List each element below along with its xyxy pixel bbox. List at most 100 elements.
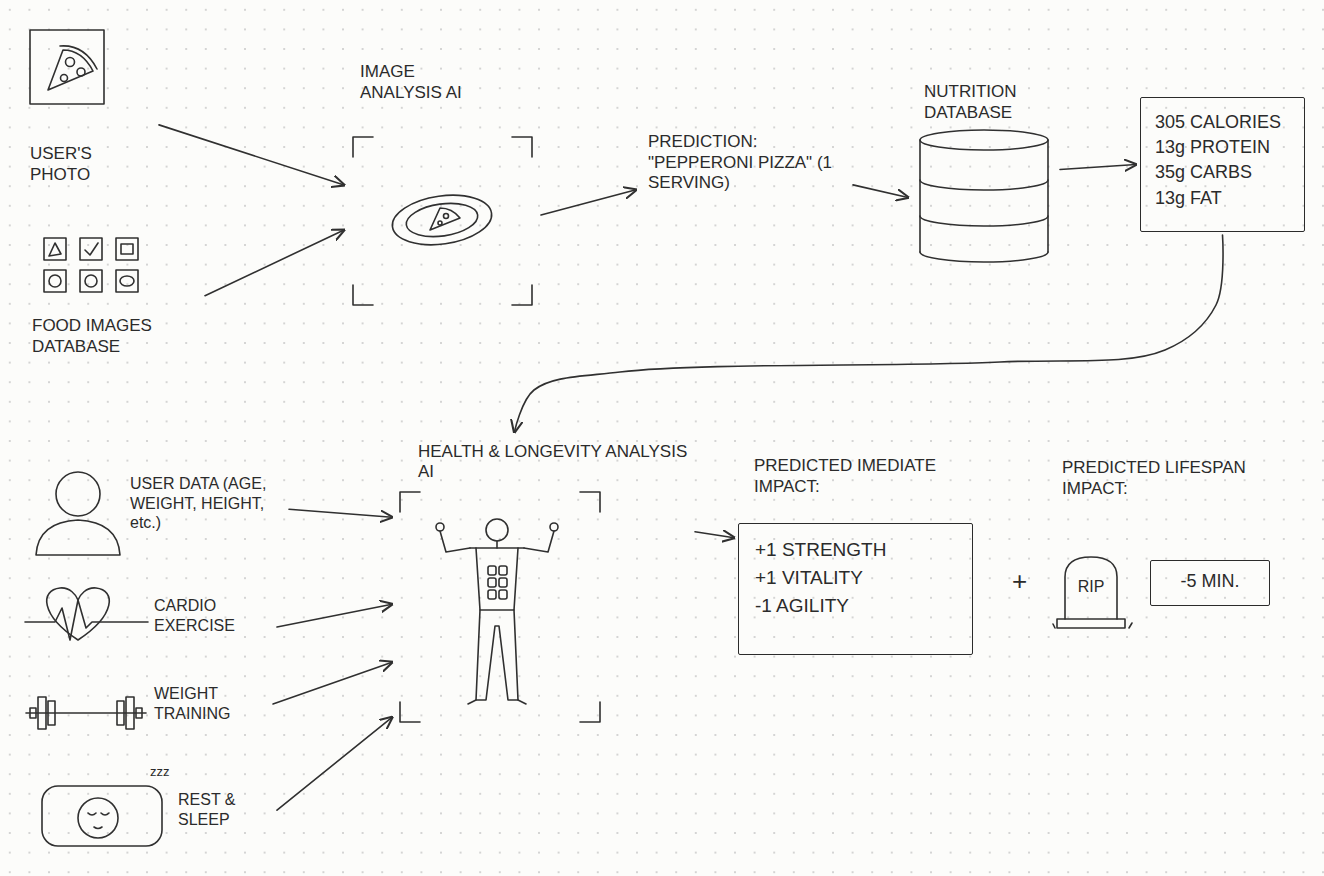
body-figure [524,531,554,552]
node-label: 13g FAT [1155,186,1290,211]
image-database-node: FOOD IMAGES DATABASE [30,230,202,361]
prediction-text: "PEPPERONI PIZZA" (1 SERVING) [648,153,843,194]
body-figure [499,566,507,575]
image-grid-icon [80,238,102,260]
body-figure [486,519,508,541]
node-label: -5 MIN. [1163,571,1257,593]
node-label: CARDIO EXERCISE [154,596,269,635]
plus-sign: + [1012,566,1036,598]
impact-heading: PREDICTED IMEDIATE IMPACT: [754,456,1004,497]
connector-arrow [1060,165,1136,170]
pizza-plate-icon [389,189,495,250]
node-label: REST & SLEEP [178,790,268,829]
pizza-plate-icon [438,221,442,225]
tombstone-base [1057,619,1125,628]
image-analysis-ai: IMAGE ANALYSIS AI [348,60,538,310]
body-figure [436,519,558,704]
body-figure [436,523,444,531]
health-analysis-ai: HEALTH & LONGEVITY ANALYSIS AI [396,436,692,726]
photo-icon [77,68,85,76]
impact-item: -1 AGILITY [755,592,956,620]
barbell-icon [38,697,46,729]
sketch-art [25,30,1048,846]
scan-frame [353,137,532,305]
image-grid-icon [85,275,97,287]
nutrition-facts-box: 305 CALORIES13g PROTEIN35g CARBS13g FAT [1140,97,1305,232]
database-cylinder [920,140,1048,252]
node-label: 35g CARBS [1155,160,1290,185]
pillow-icon [94,827,102,829]
grass-tuft [1053,623,1132,628]
pillow-icon [78,798,118,838]
barbell-icon [136,708,142,718]
database-cylinder [920,252,1048,262]
body-figure [499,578,507,587]
connector-arrow [541,190,636,215]
person-icon [56,472,100,516]
photo-icon [30,30,104,104]
weight-training-node: WEIGHT TRAINING [22,678,270,740]
connector-arrow [853,185,908,198]
tombstone-outline [1053,557,1132,628]
image-grid-icon [121,244,133,254]
image-grid-icon [49,243,61,256]
connector-arrow [277,604,392,627]
body-figure [476,610,518,700]
body-figure [468,700,526,704]
body-figure [499,590,507,599]
image-grid-icon [49,275,61,287]
impact-box: +1 STRENGTH+1 VITALITY-1 AGILITY [738,523,973,655]
sleep-zzz: zzz [150,764,180,780]
body-figure [550,523,558,531]
scan-frame [400,492,600,722]
node-label: FOOD IMAGES DATABASE [32,316,182,357]
body-figure [488,590,496,599]
connector-arrow [289,509,392,517]
scan-frame [400,492,600,722]
database-cylinder [920,180,1048,190]
connector-arrow [695,532,734,538]
node-label: USER'S PHOTO [30,144,130,185]
database-cylinder [920,216,1048,226]
pillow-icon [88,813,109,815]
person-icon [36,520,120,555]
connector-arrow [273,662,392,704]
photo-icon [60,46,97,69]
user-data-node: USER DATA (AGE, WEIGHT, HEIGHT, etc.) [28,466,286,562]
image-grid-icon [85,243,98,255]
cardio-node: CARDIO EXERCISE [22,586,274,668]
database-cylinder [920,130,1048,150]
connector-arrow [159,125,344,185]
connector-arrow [277,717,392,810]
heart-icon [25,588,148,640]
barbell-icon [26,697,146,729]
photo-icon [66,58,75,67]
barbell-icon [117,701,124,725]
image-grid-icon [44,270,66,292]
image-grid-icon [44,238,66,260]
pizza-plate-icon [389,189,495,250]
photo-node: USER'S PHOTO [26,26,156,185]
body-figure [440,531,470,552]
body-figure [476,548,518,610]
heart-icon [47,588,110,640]
barbell-icon [30,708,36,718]
connector-arrow [205,230,344,296]
body-figure [470,547,524,549]
image-grid-icon [116,270,138,292]
impact-item: +1 STRENGTH [755,536,956,564]
body-figure [496,541,498,548]
node-label: HEALTH & LONGEVITY ANALYSIS AI [418,442,688,483]
connector-arrow [514,235,1223,432]
barbell-icon [126,697,134,729]
prediction-node: PREDICTION:"PEPPERONI PIZZA" (1 SERVING) [640,132,850,194]
impact-item: +1 VITALITY [755,564,956,592]
barbell-icon [26,712,146,714]
